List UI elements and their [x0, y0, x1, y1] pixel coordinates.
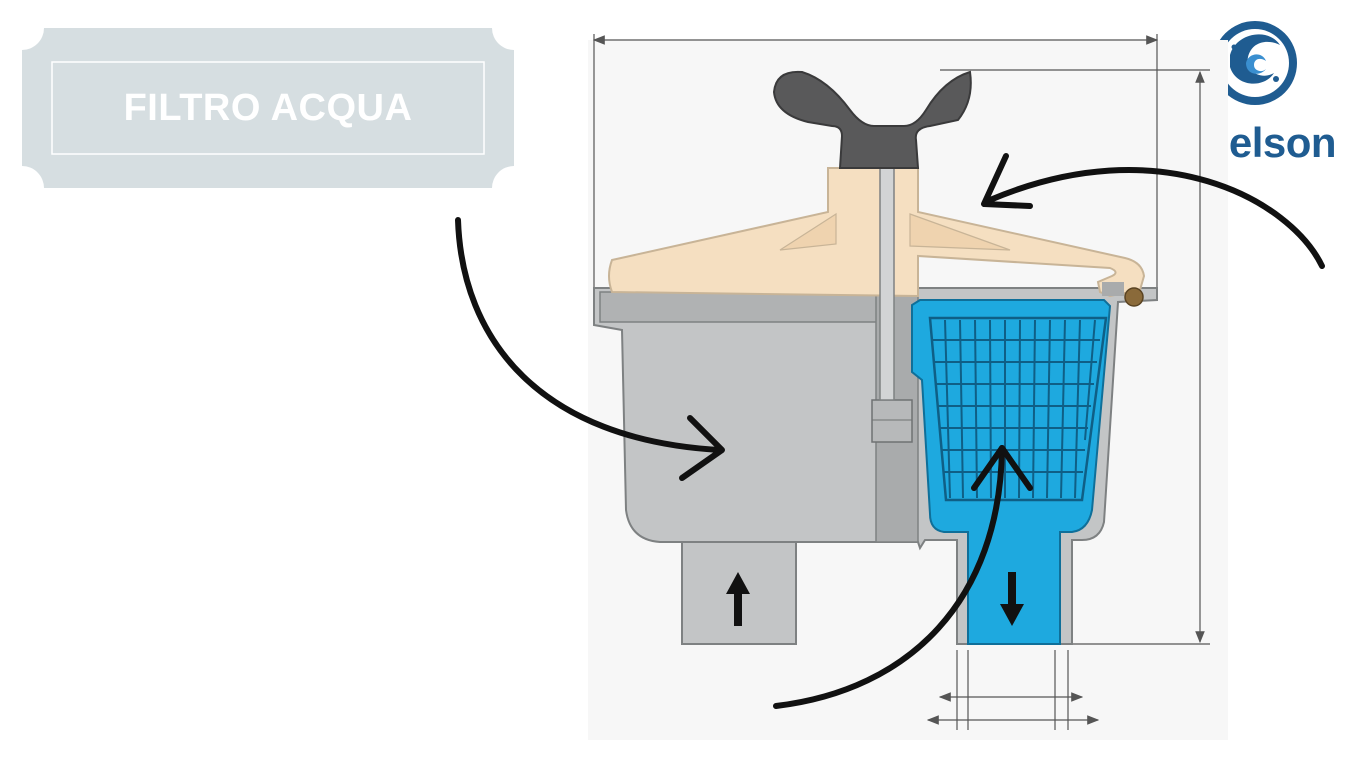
center-bolt — [879, 167, 895, 401]
housing-inner-wall — [599, 291, 881, 323]
nut-block — [871, 399, 913, 443]
inlet-pipe — [681, 541, 797, 645]
dimension-lines — [592, 34, 1210, 730]
gasket — [1102, 282, 1124, 296]
filter-basket — [928, 316, 1108, 502]
title-plate — [22, 28, 514, 188]
arrow-up-icon — [726, 572, 750, 626]
arrow-to-basket — [773, 445, 1005, 709]
arrow-to-inlet-chamber — [455, 217, 723, 453]
brand-logo — [1213, 21, 1297, 105]
arrow-to-lid — [987, 167, 1325, 269]
o-ring — [1124, 287, 1144, 307]
page-title: FILTRO ACQUA — [123, 86, 413, 129]
arrow-down-icon — [1000, 572, 1024, 626]
wing-nut-icon — [772, 70, 972, 169]
wave-logo-icon — [1213, 21, 1297, 105]
filter-lid — [608, 167, 1146, 298]
curved-arrow-icon — [455, 153, 1325, 709]
